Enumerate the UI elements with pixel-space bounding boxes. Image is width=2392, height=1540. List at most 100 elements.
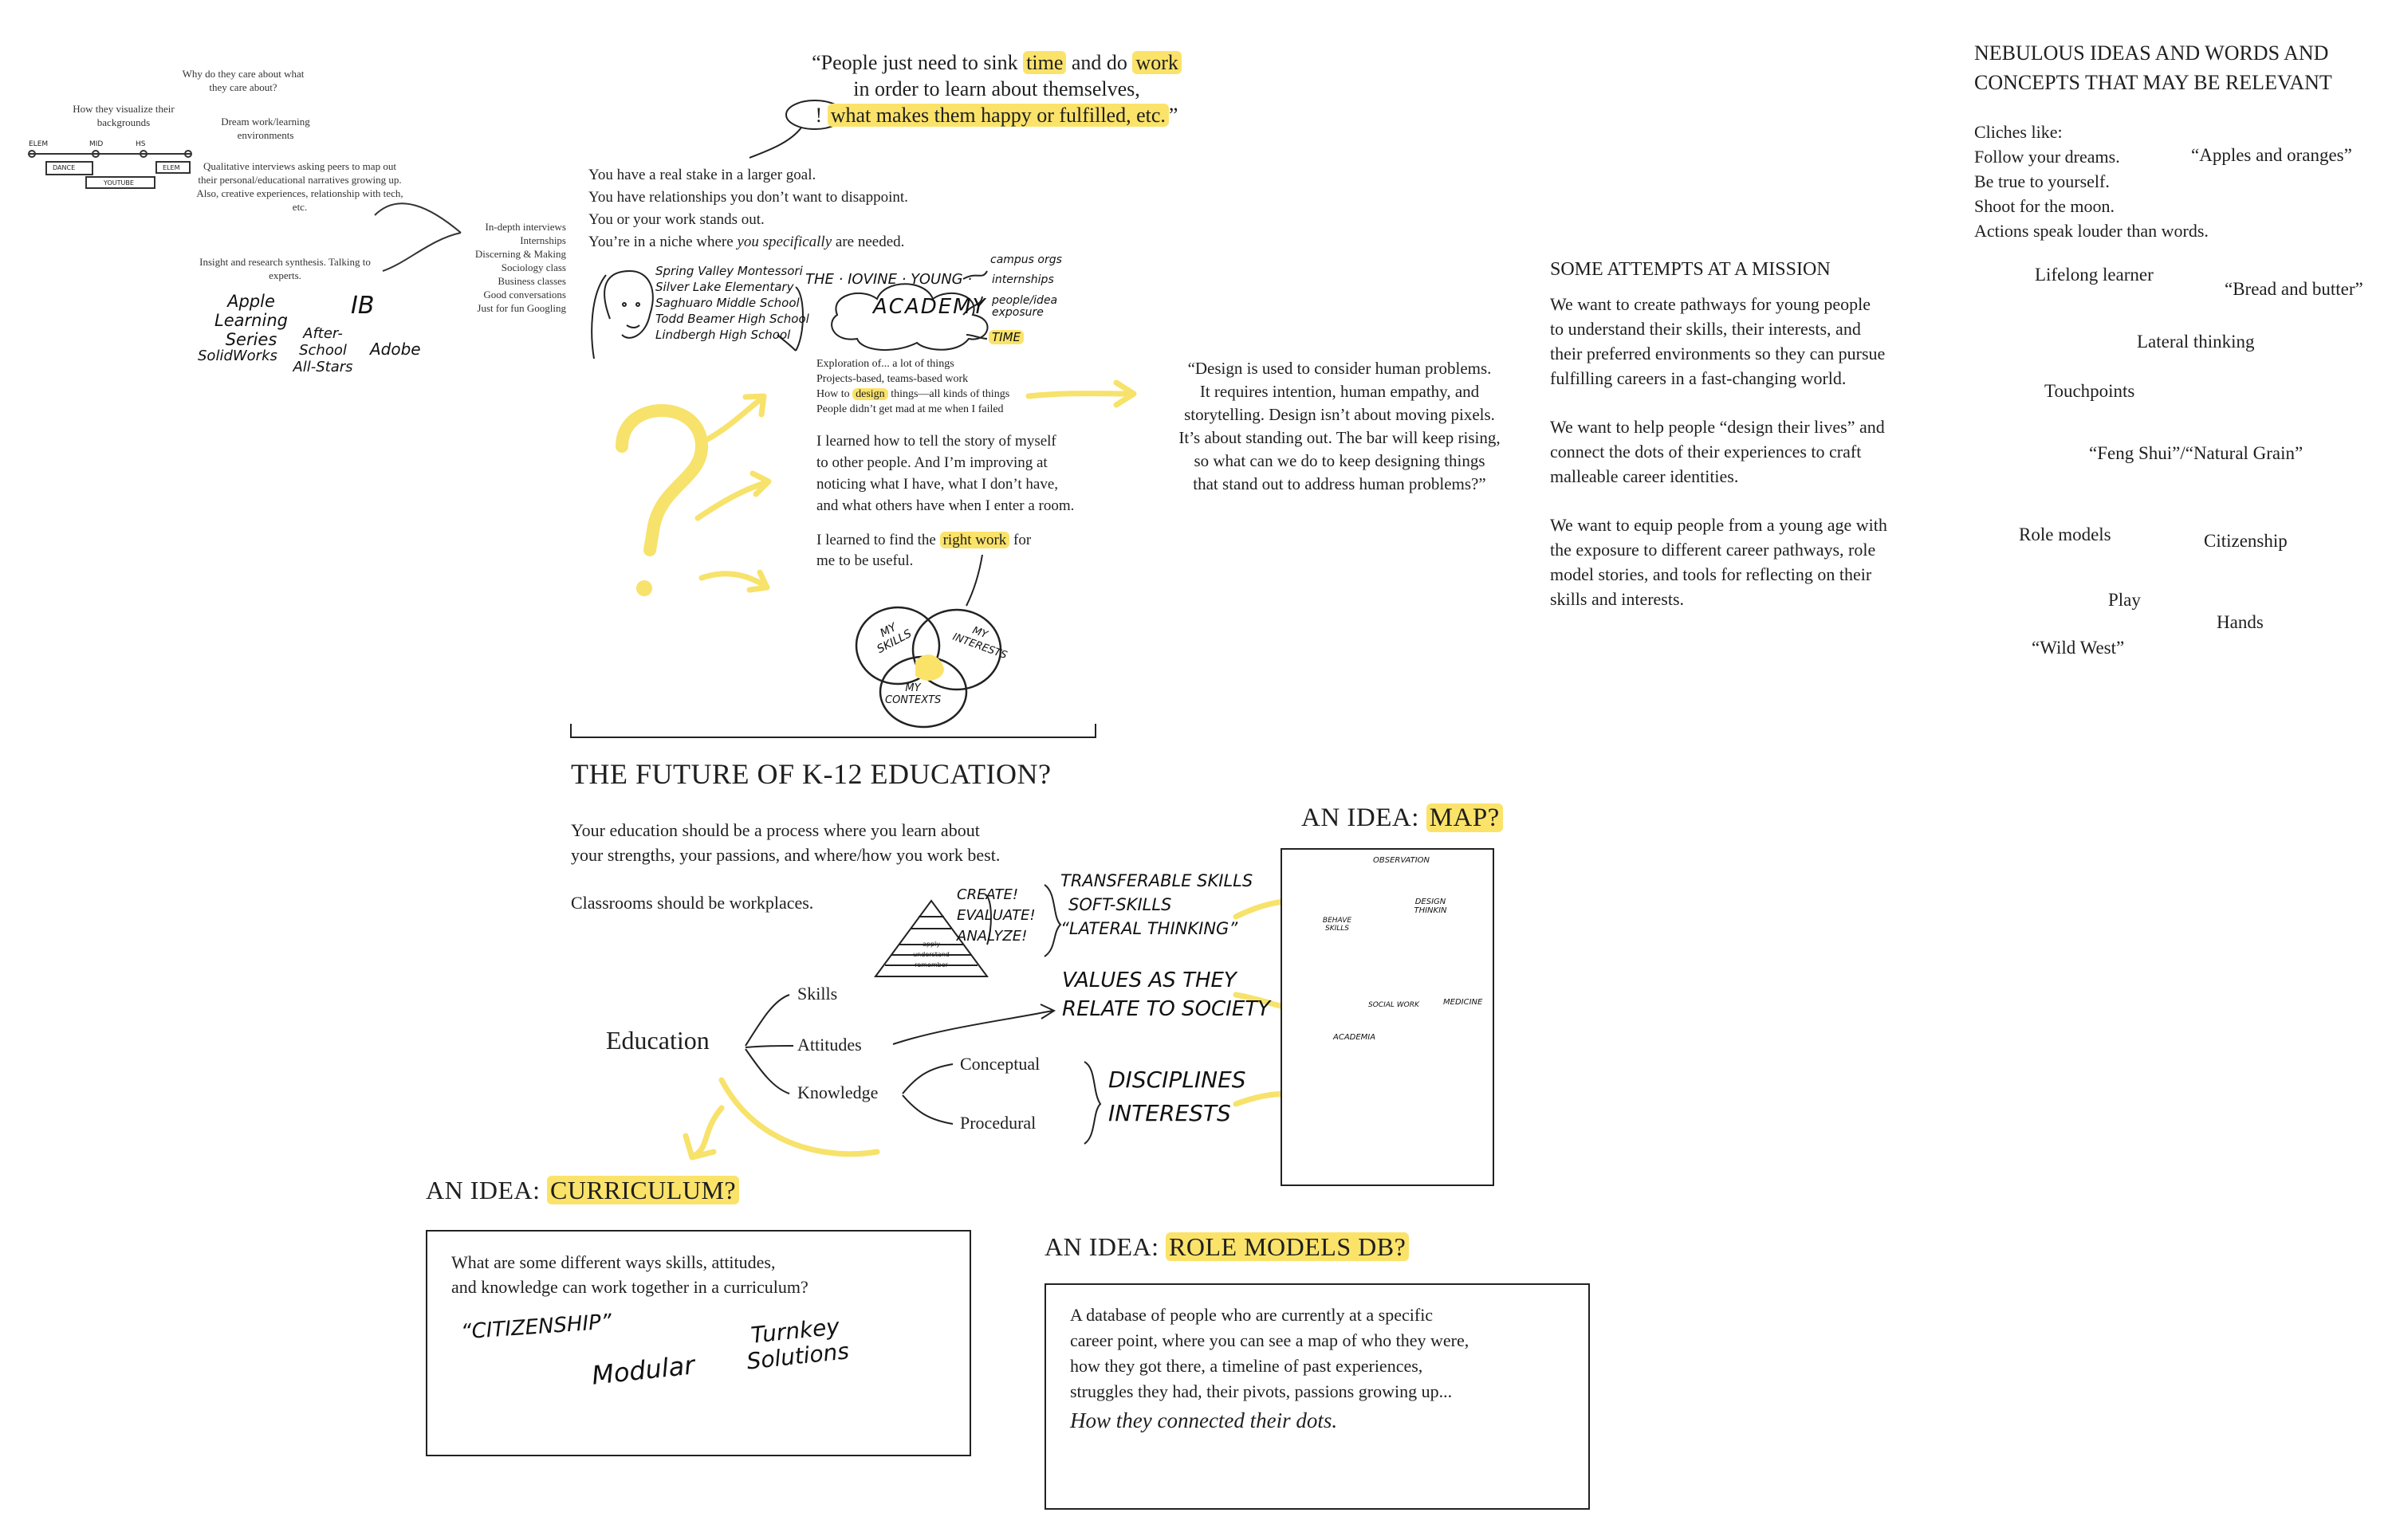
quote-text: “People just need to sink [812,51,1024,74]
note-interviews: Qualitative interviews asking peers to m… [196,160,403,213]
program-after-school: After-School All-Stars [293,325,353,375]
right-work-paragraph: I learned to find the right work for me … [816,530,1031,572]
idea-prefix: AN IDEA: [426,1176,548,1204]
design-highlight: design [852,388,888,400]
stake-italic: you specifically [737,234,832,250]
rolemodels-line: A database of people who are currently a… [1070,1305,1434,1325]
methods-brace [374,202,462,272]
time-highlight: TIME [989,330,1025,344]
face-sketch [591,269,654,359]
design-quote-line: It requires intention, human empathy, an… [1199,382,1480,401]
stake-line: You or your work stands out. [588,211,765,228]
mission-p3: We want to equip people from a young age… [1550,513,1887,611]
timeline-box-label: ELEM [163,164,180,171]
academy-title-line1: THE · IOVINE · YOUNG · [805,271,973,288]
nebulous-word: “Bread and butter” [2225,279,2363,299]
curriculum-idea-heading: AN IDEA: CURRICULUM? [426,1176,740,1205]
academy-title-line2: ACADEMY [873,295,987,319]
design-quote-line: It’s about standing out. The bar will ke… [1178,428,1501,447]
method-item: Internships [520,234,566,246]
curriculum-line: What are some different ways skills, att… [451,1252,776,1272]
pyramid-label: apply [922,941,940,948]
story-line: noticing what I have, what I don’t have, [816,476,1059,493]
rolemodels-box [1045,1283,1590,1510]
mission-line: We want to help people “design their liv… [1550,417,1885,437]
design-quote-line: storytelling. Design isn’t about moving … [1184,405,1495,424]
mission-line: We want to equip people from a young age… [1550,515,1887,535]
nebulous-word: Play [2108,590,2141,610]
tree-knowledge-conceptual: Conceptual [960,1054,1041,1074]
stake-text: You’re in a niche where [588,234,738,250]
mission-line: connect the dots of their experiences to… [1550,442,1862,462]
academy-notes: Exploration of... a lot of things Projec… [816,356,1009,417]
cliche-item: Shoot for the moon. [1974,196,2115,216]
section-bracket [570,724,1096,738]
question-mark [616,404,709,556]
rolemodels-highlight: ROLE MODELS DB? [1166,1232,1410,1261]
nebulous-word: Role models [2019,524,2111,544]
academy-item: internships [992,273,1054,286]
stake-line: You have a real stake in a larger goal. [588,167,816,183]
method-item: Discerning & Making [474,248,566,260]
nebulous-word: Lifelong learner [2035,265,2154,285]
mission-line: skills and interests. [1550,589,1685,609]
map-flag-label: DESIGN THINKIN [1414,898,1447,915]
map-cloud-label: SOCIAL WORK [1368,1001,1419,1009]
cliches-list: Cliches like: Follow your dreams. Be tru… [1974,120,2209,243]
idea-prefix: AN IDEA: [1301,803,1426,832]
academy-note: Projects-based, teams-based work [816,373,969,385]
note-synthesis: Insight and research synthesis. Talking … [199,256,371,281]
pyramid-label: understand [913,951,950,958]
quote-text: in order to learn about themselves, [853,77,1140,100]
mission-line: to understand their skills, their intere… [1550,319,1861,339]
note-why-care: Why do they care about what they care ab… [182,68,305,93]
quote-text: ” [1168,104,1178,127]
quote-text: and do [1066,51,1133,74]
note-visualize: How they visualize their backgrounds [73,103,175,128]
curriculum-highlight: CURRICULUM? [547,1176,740,1204]
map-box [1281,848,1494,1186]
academy-note: Exploration of... a lot of things [816,358,954,370]
method-item: Good conversations [483,289,566,301]
rolemodels-line: struggles they had, their pivots, passio… [1070,1381,1453,1401]
academy-note: People didn’t get mad at me when I faile… [816,403,1004,415]
nebulous-word: Citizenship [2204,531,2288,551]
nebulous-title-line: NEBULOUS IDEAS AND WORDS AND [1974,41,2329,65]
school-brace [777,286,804,352]
academy-note-text: things—all kinds of things [887,388,1010,400]
nebulous-title: NEBULOUS IDEAS AND WORDS AND CONCEPTS TH… [1974,38,2332,97]
pyramid-action: CREATE! [957,886,1019,903]
method-item: Business classes [498,275,566,287]
nebulous-word: Hands [2217,612,2264,632]
academy-note: How to design things—all kinds of things [816,387,1009,402]
venn-diagram [855,606,1002,729]
k12-title: THE FUTURE OF K-12 EDUCATION? [571,758,1052,790]
design-quote-line: so what can we do to keep designing thin… [1194,451,1485,470]
quote-mark: ! [815,104,823,127]
nebulous-title-line: CONCEPTS THAT MAY BE RELEVANT [1974,71,2332,94]
mission-title: SOME ATTEMPTS AT A MISSION [1550,259,1831,280]
right-work-text: I learned to find the [816,532,940,548]
story-line: and what others have when I enter a room… [816,497,1075,514]
nebulous-word: “Wild West” [2032,638,2125,658]
quote-highlight-work: work [1132,51,1182,74]
rolemodels-body: A database of people who are currently a… [1070,1302,1469,1433]
nebulous-word: “Apples and oranges” [2191,145,2352,165]
academy-item: campus orgs [990,253,1062,266]
venn-label-contexts: MY CONTEXTS [885,682,942,706]
quote-highlight-time: time [1023,51,1067,74]
program-adobe: Adobe [370,340,421,359]
methods-list: In-depth interviews Internships Discerni… [454,220,566,315]
rolemodels-line: career point, where you can see a map of… [1070,1330,1469,1350]
cliche-item: Be true to yourself. [1974,171,2110,191]
nebulous-word: “Feng Shui”/“Natural Grain” [2089,443,2303,463]
method-item: Sociology class [501,261,566,273]
k12-paragraph: Your education should be a process where… [571,818,1000,867]
academy-note-text: How to [816,388,853,400]
rolemodels-italic: How they connected their dots. [1070,1408,1338,1432]
method-item: Just for fun Googling [477,302,566,314]
school-item: Silver Lake Elementary [655,280,794,294]
timeline-sketch [28,150,192,189]
design-quote-line: “Design is used to consider human proble… [1187,359,1492,378]
transferable-item: “LATERAL THINKING” [1060,919,1238,938]
